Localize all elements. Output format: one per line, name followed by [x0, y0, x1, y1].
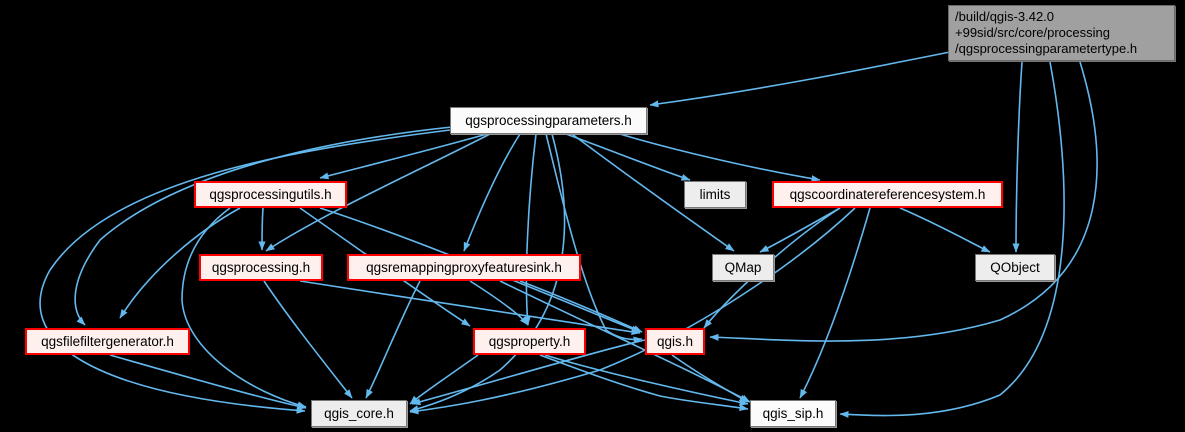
- node-label: QMap: [724, 260, 762, 275]
- node-label: qgsprocessingutils.h: [209, 187, 332, 202]
- node-sip[interactable]: qgis_sip.h: [750, 400, 836, 427]
- edge-crs-to-core: [409, 207, 856, 415]
- node-label: QObject: [990, 260, 1040, 275]
- edge-remap-to-qgis: [519, 280, 643, 333]
- edge-prop-to-sip: [544, 354, 749, 406]
- edge-params-to-core: [39, 129, 451, 414]
- node-label: qgsprocessing.h: [211, 260, 311, 275]
- node-root[interactable]: /build/qgis-3.42.0 +99sid/src/core/proce…: [948, 5, 1175, 61]
- node-params[interactable]: qgsprocessingparameters.h: [450, 107, 647, 134]
- edge-root-to-params: [649, 51, 951, 108]
- node-remap[interactable]: qgsremappingproxyfeaturesink.h: [347, 254, 581, 281]
- node-core[interactable]: qgis_core.h: [311, 400, 407, 427]
- node-limits[interactable]: limits: [684, 181, 746, 208]
- edge-remap-to-core: [365, 280, 421, 399]
- node-utils[interactable]: qgsprocessingutils.h: [194, 181, 347, 208]
- edge-qgis-to-sip: [671, 354, 749, 403]
- node-label: qgsremappingproxyfeaturesink.h: [366, 260, 562, 275]
- edge-params-to-limits: [565, 133, 691, 181]
- edge-params-to-prop: [523, 133, 537, 326]
- edge-prop-to-qgis: [539, 354, 749, 412]
- node-qobject[interactable]: QObject: [975, 254, 1055, 281]
- node-label: qgis_core.h: [324, 406, 394, 421]
- edge-utils-to-core: [181, 207, 307, 409]
- node-crs[interactable]: qgscoordinatereferencesystem.h: [772, 181, 1003, 208]
- edge-root-to-qgis: [709, 61, 1098, 342]
- edge-params-to-qmap: [571, 133, 735, 252]
- node-qgis[interactable]: qgis.h: [645, 328, 705, 355]
- edge-params-to-qgis: [545, 133, 643, 344]
- edge-utils-to-filter: [119, 207, 241, 319]
- edge-root-to-qobject: [1012, 61, 1023, 253]
- node-prop[interactable]: qgsproperty.h: [473, 328, 586, 355]
- edge-params-to-utils: [319, 133, 488, 180]
- edge-crs-to-qobject: [899, 207, 991, 253]
- node-label: qgis_sip.h: [762, 406, 824, 421]
- node-filter[interactable]: qgsfilefiltergenerator.h: [25, 328, 190, 355]
- edge-qgis-to-core: [411, 339, 646, 406]
- node-label: qgsfilefiltergenerator.h: [41, 334, 174, 349]
- node-proc[interactable]: qgsprocessing.h: [199, 254, 323, 281]
- edge-utils-to-proc: [258, 207, 266, 251]
- edge-root-to-sip: [839, 61, 1065, 418]
- edge-params-to-filter: [74, 126, 453, 326]
- node-label: limits: [699, 187, 731, 202]
- edge-filter-to-core: [109, 354, 307, 410]
- edge-remap-to-prop: [469, 280, 529, 326]
- node-label: qgsproperty.h: [488, 334, 571, 349]
- node-label: qgsprocessingparameters.h: [465, 113, 632, 128]
- node-qmap[interactable]: QMap: [712, 254, 774, 281]
- edge-crs-to-qmap: [759, 207, 841, 253]
- edge-params-to-proc: [265, 133, 491, 252]
- node-label: qgis.h: [656, 334, 694, 349]
- edge-prop-to-core: [409, 354, 479, 405]
- node-label: qgscoordinatereferencesystem.h: [789, 187, 986, 202]
- edge-params-to-crs: [599, 127, 821, 183]
- edge-params-to-remap: [463, 133, 521, 252]
- edge-proc-to-core: [263, 280, 353, 399]
- edge-proc-to-qgis: [299, 280, 641, 336]
- edge-crs-to-sip: [799, 207, 871, 399]
- node-label: /build/qgis-3.42.0 +99sid/src/core/proce…: [955, 9, 1138, 56]
